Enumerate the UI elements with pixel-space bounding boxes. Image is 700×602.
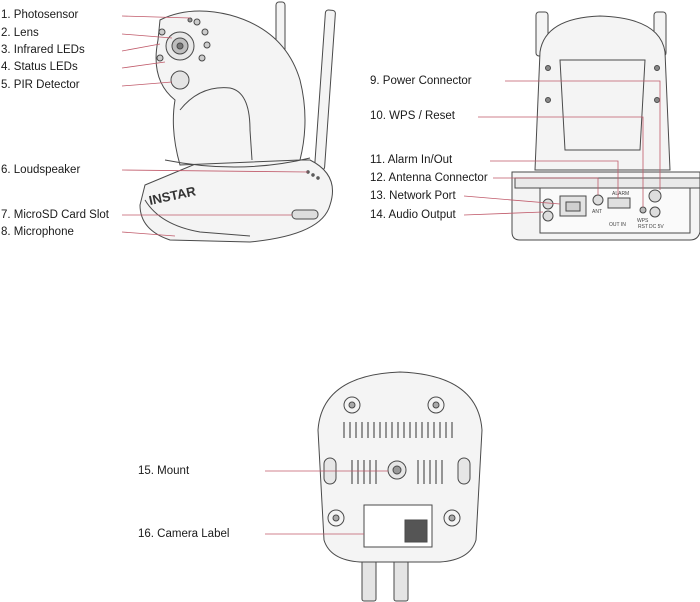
label-camera-label: 16. Camera Label <box>138 528 230 540</box>
qr-code <box>404 519 428 543</box>
port-label-ant: ANT <box>592 209 602 215</box>
label-lens: 2. Lens <box>1 27 39 39</box>
port-label-alarm: ALARM <box>612 191 629 197</box>
antenna-front <box>314 9 336 171</box>
port-label-rst: RST <box>638 224 648 230</box>
camera-base <box>139 159 333 243</box>
photosensor-dot <box>187 17 193 23</box>
wps-reset-button <box>639 206 647 214</box>
power-connector <box>648 189 662 203</box>
port-label-out-in: OUT IN <box>609 222 626 228</box>
audio-output-port <box>542 198 554 210</box>
port-label-dc: DC 5V <box>649 224 664 230</box>
label-wps-reset: 10. WPS / Reset <box>370 110 456 122</box>
alarm-terminal <box>607 197 631 209</box>
rear-head <box>534 15 671 171</box>
label-pir-detector: 5. PIR Detector <box>1 79 80 91</box>
label-loudspeaker: 6. Loudspeaker <box>1 164 81 176</box>
label-photosensor: 1. Photosensor <box>1 9 79 21</box>
antenna-connector <box>592 194 604 206</box>
port-label-wps: WPS <box>637 218 649 224</box>
camera-rear-view <box>511 11 700 241</box>
label-microsd-slot: 7. MicroSD Card Slot <box>1 209 110 221</box>
label-microphone: 8. Microphone <box>1 226 74 238</box>
label-status-leds: 4. Status LEDs <box>1 61 78 73</box>
label-power-connector: 9. Power Connector <box>370 75 472 87</box>
label-alarm-in-out: 11. Alarm In/Out <box>370 154 453 166</box>
leader-lines <box>121 15 661 535</box>
label-infrared-leds: 3. Infrared LEDs <box>1 44 85 56</box>
label-mount: 15. Mount <box>138 465 190 477</box>
label-network-port: 13. Network Port <box>370 190 456 202</box>
microsd-slot <box>291 209 319 220</box>
camera-front-view <box>139 1 336 243</box>
vent-slots <box>343 422 453 484</box>
label-audio-output: 14. Audio Output <box>370 209 456 221</box>
camera-bottom-view <box>317 371 483 602</box>
label-antenna-connector: 12. Antenna Connector <box>370 172 488 184</box>
pir-detector <box>170 70 190 90</box>
